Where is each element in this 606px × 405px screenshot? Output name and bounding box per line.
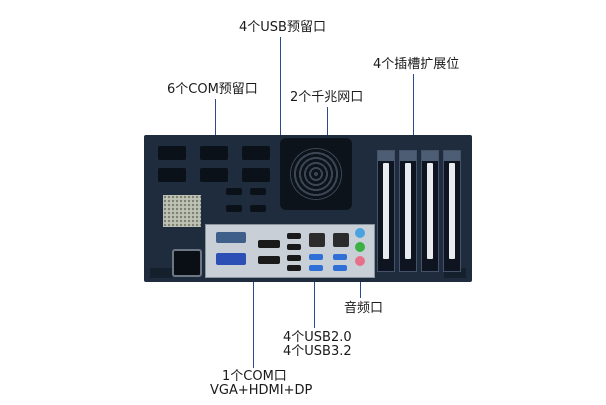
usb2-port-4 [287,265,301,271]
gigabit-lan-label: 2个千兆网口 [290,90,364,105]
chassis-foot-right [444,268,466,278]
audio-jack-pink [355,256,365,266]
io-ports-label-2: VGA+HDMI+DP [210,383,313,398]
com-reserved-callout-line [215,99,216,151]
vga-port [216,253,246,265]
usb-knockout-3 [226,205,242,212]
usb2-port-1 [287,233,301,239]
expansion-slot-3 [421,150,439,272]
fan-grille-icon [290,148,342,200]
lan-port-1 [309,233,325,247]
hdmi-port [258,240,280,248]
power-socket [172,249,202,277]
chassis-foot-left [150,268,172,278]
usb-ports-label-1: 4个USB2.0 [283,330,352,345]
usb2-port-3 [287,255,301,261]
usb-ports-label-2: 4个USB3.2 [283,344,352,359]
com-knockout-2 [200,146,228,160]
io-ports-label-1: 1个COM口 [222,369,287,384]
usb3-port-4 [333,265,347,271]
usb3-port-2 [309,265,323,271]
com-port [216,232,246,243]
expansion-slot-4 [443,150,461,272]
com-reserved-label: 6个COM预留口 [167,82,258,97]
usb2-port-2 [287,244,301,250]
lan-port-2 [333,233,349,247]
audio-jack-green [355,242,365,252]
usb3-port-1 [309,254,323,260]
usb-knockout-2 [250,188,266,195]
com-knockout-5 [200,168,228,182]
expansion-slots-label: 4个插槽扩展位 [373,57,460,72]
expansion-slot-2 [399,150,417,272]
io-ports-callout-line [253,262,254,368]
audio-label: 音频口 [344,301,384,316]
expansion-slot-1 [377,150,395,272]
com-knockout-4 [158,168,186,182]
usb-reserved-label: 4个USB预留口 [239,20,326,35]
usb-knockout-1 [226,188,242,195]
com-knockout-3 [242,146,270,160]
audio-jack-blue [355,228,365,238]
dp-port [258,256,280,264]
usb-knockout-4 [250,205,266,212]
com-knockout-1 [158,146,186,160]
com-knockout-6 [242,168,270,182]
usb-ports-callout-line [314,262,315,328]
usb3-port-3 [333,254,347,260]
cooling-fan [280,138,352,210]
psu-vent [163,195,201,227]
expansion-callout-line [413,74,414,138]
usb-reserved-callout-line [280,37,281,155]
